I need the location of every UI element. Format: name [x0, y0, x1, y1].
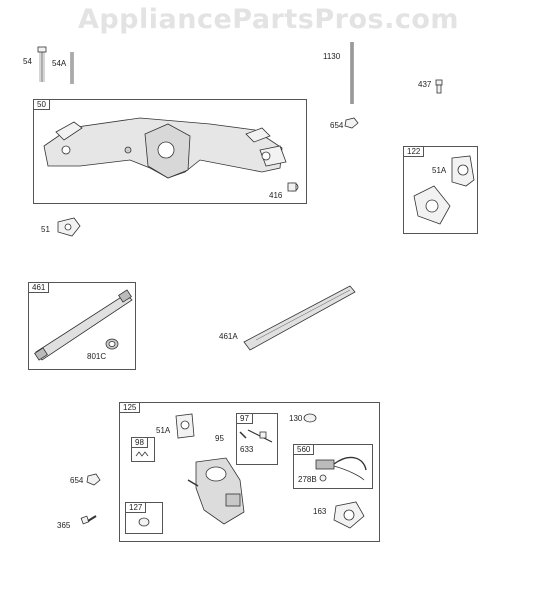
callout-51a-top[interactable]: 51A	[432, 166, 447, 175]
screw-365-icon[interactable]	[80, 515, 97, 525]
box-98-label: 98	[132, 438, 148, 448]
plug-416-icon[interactable]	[287, 182, 299, 192]
callout-365[interactable]: 365	[57, 521, 71, 530]
box-122-label: 122	[404, 147, 425, 157]
box-50[interactable]: 50	[33, 99, 307, 204]
callout-461a[interactable]: 461A	[219, 332, 238, 341]
nut-654-lower-icon[interactable]	[86, 473, 101, 486]
intake-manifold-50-icon[interactable]	[43, 117, 287, 179]
fuel-tube-461-icon[interactable]	[34, 289, 133, 361]
gasket-163-icon[interactable]	[333, 501, 365, 529]
callout-163[interactable]: 163	[313, 507, 327, 516]
callout-801c[interactable]: 801C	[87, 352, 107, 361]
callout-1130[interactable]: 1130	[323, 52, 341, 61]
plug-127-icon[interactable]	[138, 517, 150, 527]
gasket-51a-icon[interactable]	[451, 155, 475, 187]
callout-51[interactable]: 51	[41, 225, 50, 234]
box-560[interactable]: 560	[293, 444, 373, 489]
callout-633[interactable]: 633	[240, 445, 254, 454]
box-122[interactable]: 122	[403, 146, 478, 234]
screw-437-icon[interactable]	[435, 79, 443, 94]
washer-278b-icon[interactable]	[319, 474, 327, 482]
solenoid-wire-harness-icon[interactable]	[315, 456, 367, 481]
callout-130[interactable]: 130	[289, 414, 303, 423]
box-125-label: 125	[120, 403, 141, 413]
gasket-51-icon[interactable]	[57, 217, 81, 237]
throttle-shaft-633-icon[interactable]	[247, 429, 273, 443]
callout-654-top[interactable]: 654	[330, 121, 344, 130]
box-125[interactable]: 125	[119, 402, 380, 542]
watermark-logo: AppliancePartsPros.com	[77, 4, 460, 35]
box-461[interactable]: 461	[28, 282, 136, 370]
carburetor-gasket-122-icon[interactable]	[413, 185, 451, 225]
screw-95-icon[interactable]	[239, 431, 247, 439]
box-50-label: 50	[34, 100, 50, 110]
callout-95[interactable]: 95	[215, 434, 224, 443]
box-461-label: 461	[29, 283, 50, 293]
box-127-label: 127	[126, 503, 147, 513]
callout-416[interactable]: 416	[269, 191, 283, 200]
clamp-801c-icon[interactable]	[105, 338, 119, 350]
callout-54[interactable]: 54	[23, 57, 32, 66]
callout-654-lower[interactable]: 654	[70, 476, 84, 485]
nut-654-icon[interactable]	[344, 117, 359, 129]
spring-98-icon[interactable]	[135, 451, 149, 457]
box-98[interactable]: 98	[131, 437, 155, 462]
bolt-54-icon[interactable]	[37, 46, 47, 82]
callout-51a-mid[interactable]: 51A	[156, 426, 171, 435]
box-560-label: 560	[294, 445, 315, 455]
box-127[interactable]: 127	[125, 502, 163, 534]
fuel-tube-461a-icon[interactable]	[243, 285, 356, 351]
gasket-51a-lower-icon[interactable]	[175, 413, 195, 439]
box-97-label: 97	[237, 414, 253, 424]
callout-278b[interactable]: 278B	[298, 475, 317, 484]
callout-54a[interactable]: 54A	[52, 59, 67, 68]
washer-130-icon[interactable]	[303, 413, 317, 423]
carburetor-body-icon[interactable]	[187, 457, 245, 525]
callout-437[interactable]: 437	[418, 80, 432, 89]
box-97[interactable]: 97	[236, 413, 278, 465]
